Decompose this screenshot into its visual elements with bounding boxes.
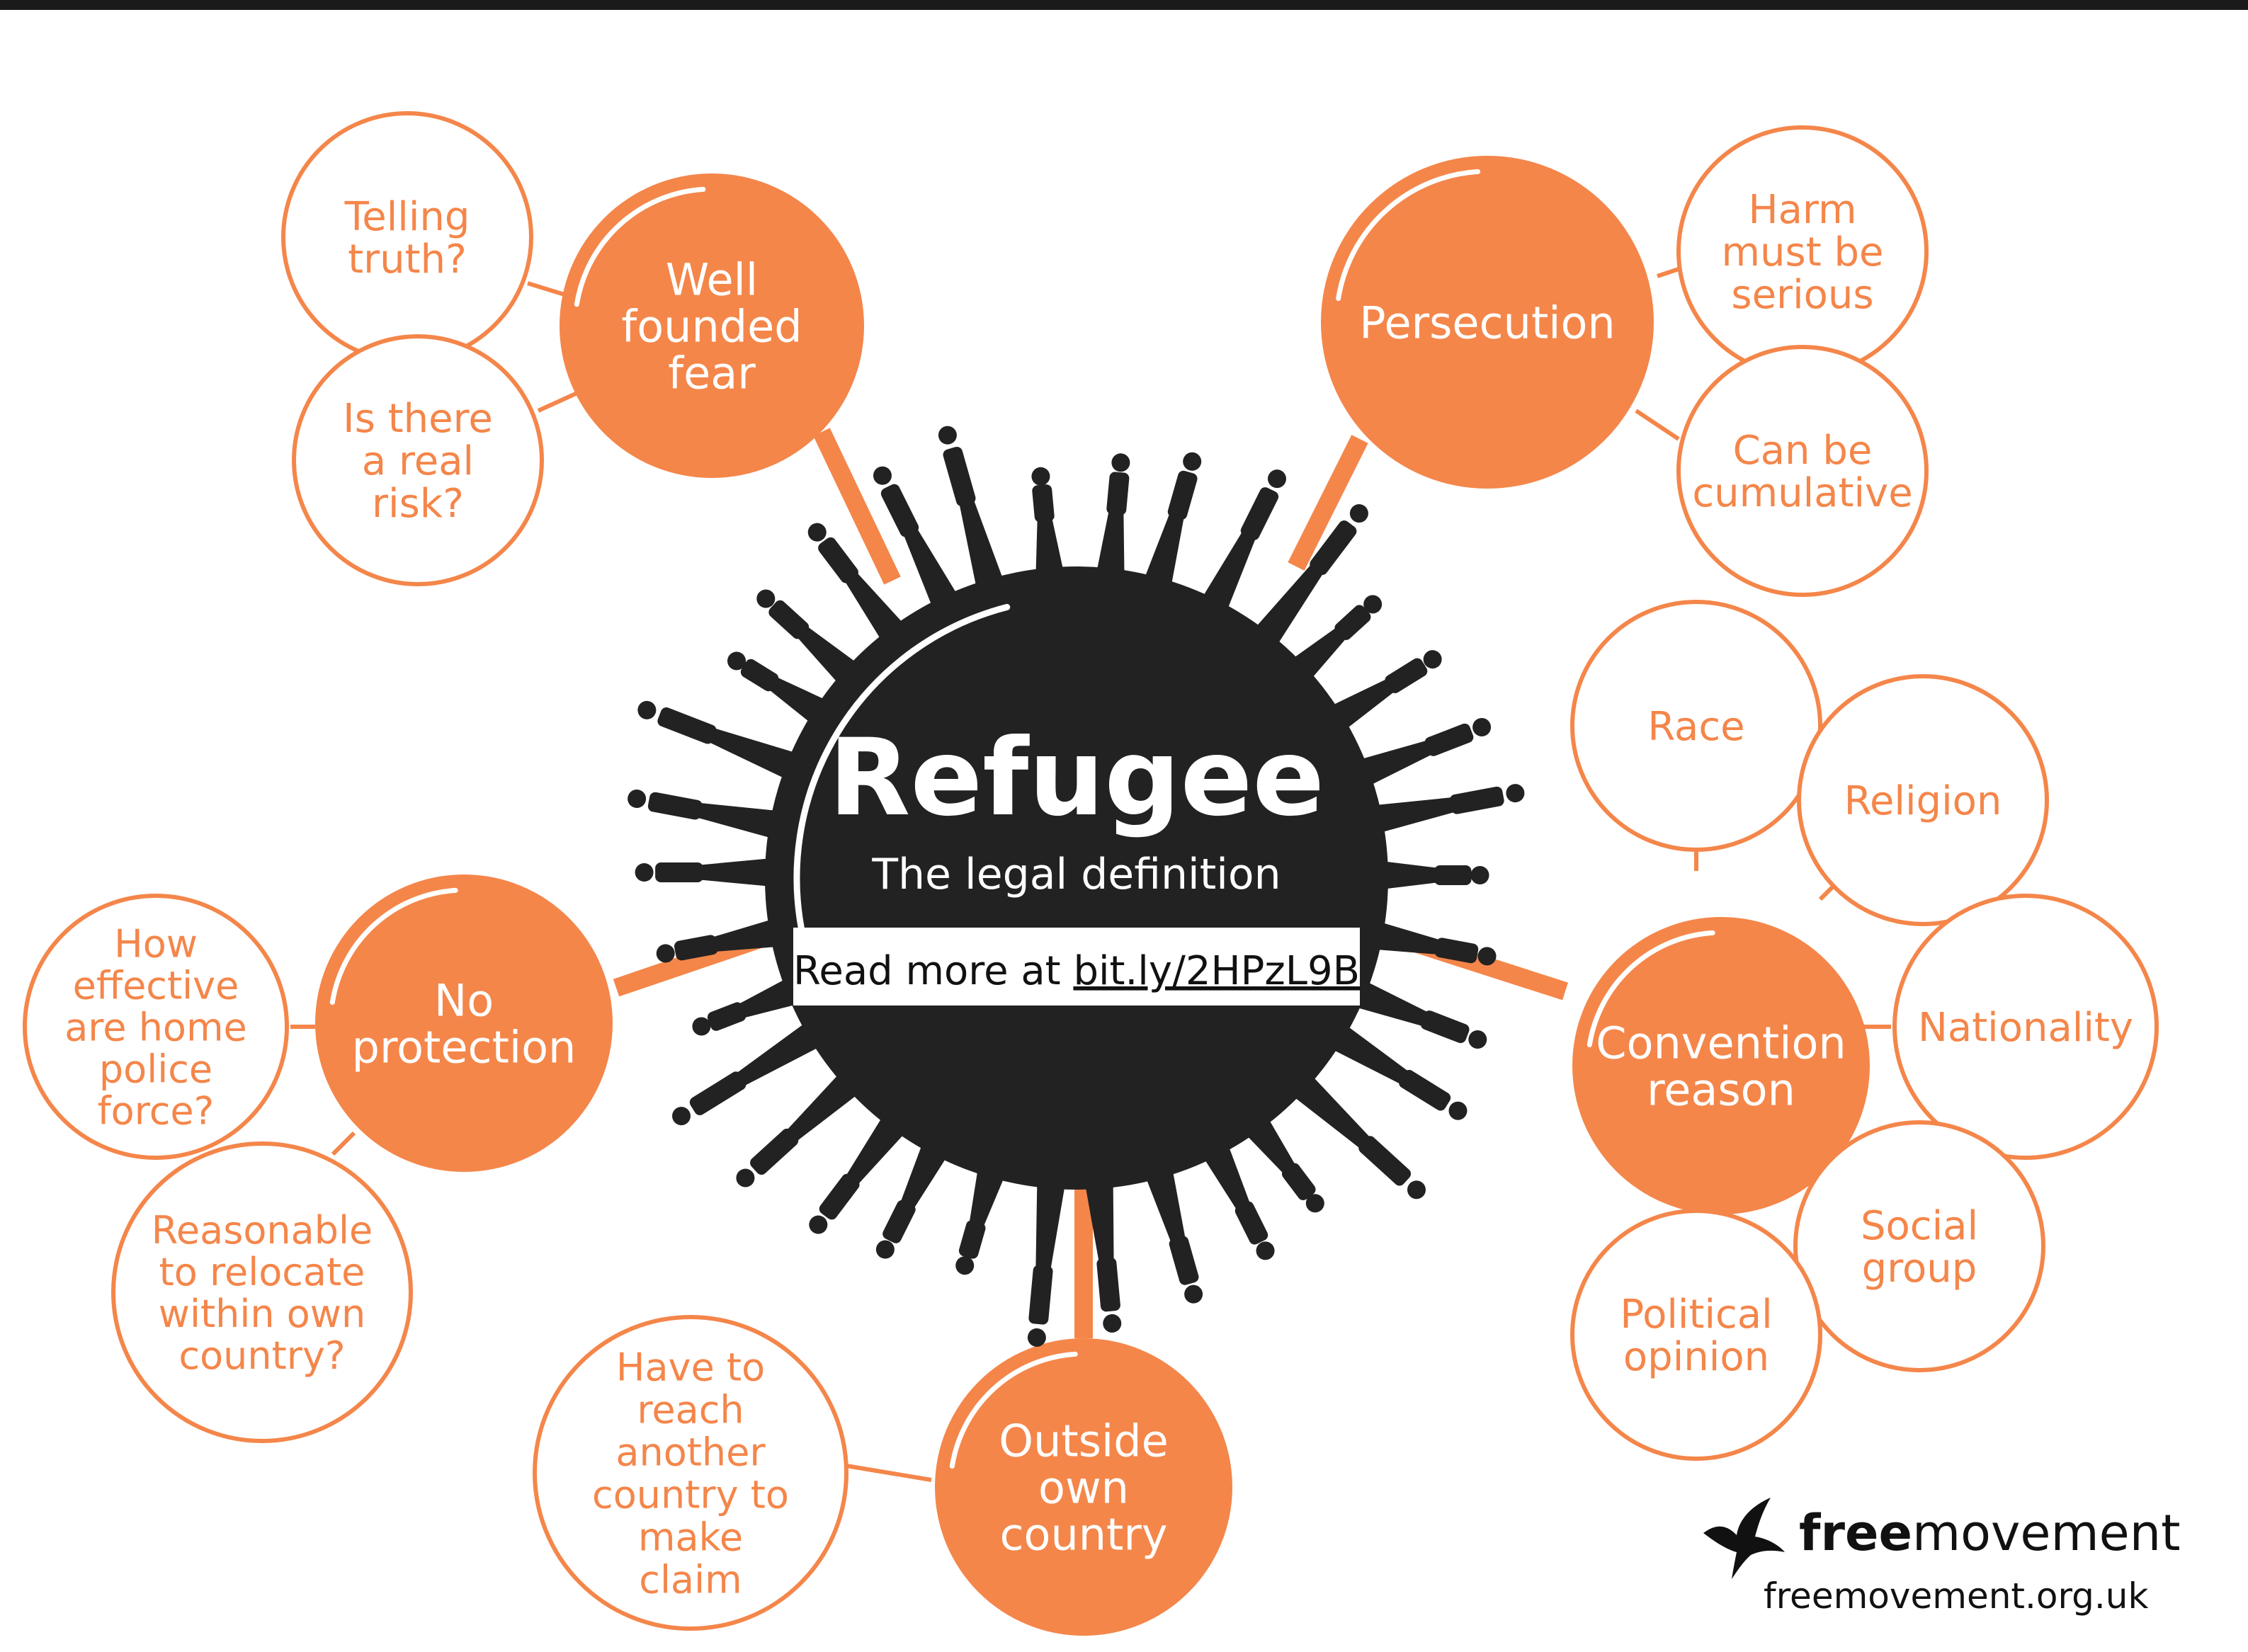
highlight-arc bbox=[329, 887, 458, 1006]
read-more-prefix: Read more at bbox=[793, 948, 1073, 994]
highlight-arc bbox=[1586, 930, 1715, 1048]
node-persecution[interactable]: Persecution bbox=[1321, 156, 1654, 489]
node-label: Persecution bbox=[1359, 297, 1615, 348]
subnode-nationality[interactable]: Nationality bbox=[1892, 894, 2159, 1160]
connector-line bbox=[1635, 409, 1680, 441]
connector-line bbox=[1657, 267, 1679, 278]
logo-url[interactable]: freemovement.org.uk bbox=[1764, 1576, 2149, 1617]
subnode-religion[interactable]: Religion bbox=[1797, 674, 2049, 926]
read-more-band bbox=[793, 928, 1360, 1006]
highlight-arc bbox=[949, 1351, 1078, 1469]
freemovement-logo[interactable]: freemovement freemovement.org.uk bbox=[1700, 1494, 2181, 1650]
connector-line bbox=[331, 1131, 356, 1156]
highlight-arc bbox=[574, 186, 706, 307]
subnode-label: Religion bbox=[1844, 778, 2002, 824]
read-more-text[interactable]: Read more at bit.ly/2HPzL9B bbox=[793, 948, 1360, 994]
highlight-arc bbox=[1336, 169, 1481, 302]
highlight-arc bbox=[793, 603, 1011, 942]
connector-line bbox=[846, 1464, 932, 1482]
people-silhouettes bbox=[628, 426, 1525, 1347]
subnode-label: Nationality bbox=[1918, 1005, 2133, 1051]
read-more-link: bit.ly/2HPzL9B bbox=[1073, 948, 1360, 994]
connector-line bbox=[813, 428, 901, 585]
center-subtitle: The legal definition bbox=[871, 850, 1281, 899]
globe bbox=[765, 566, 1388, 1190]
center-title: Refugee bbox=[829, 717, 1324, 840]
connector-line bbox=[537, 391, 579, 413]
connector-line bbox=[1288, 435, 1368, 571]
logo-wordmark: freemovement bbox=[1799, 1504, 2181, 1562]
subnode-label: Race bbox=[1647, 704, 1744, 750]
top-bar bbox=[0, 0, 2248, 10]
subnode-race[interactable]: Race bbox=[1570, 600, 1822, 852]
bird-icon bbox=[1703, 1498, 1785, 1579]
